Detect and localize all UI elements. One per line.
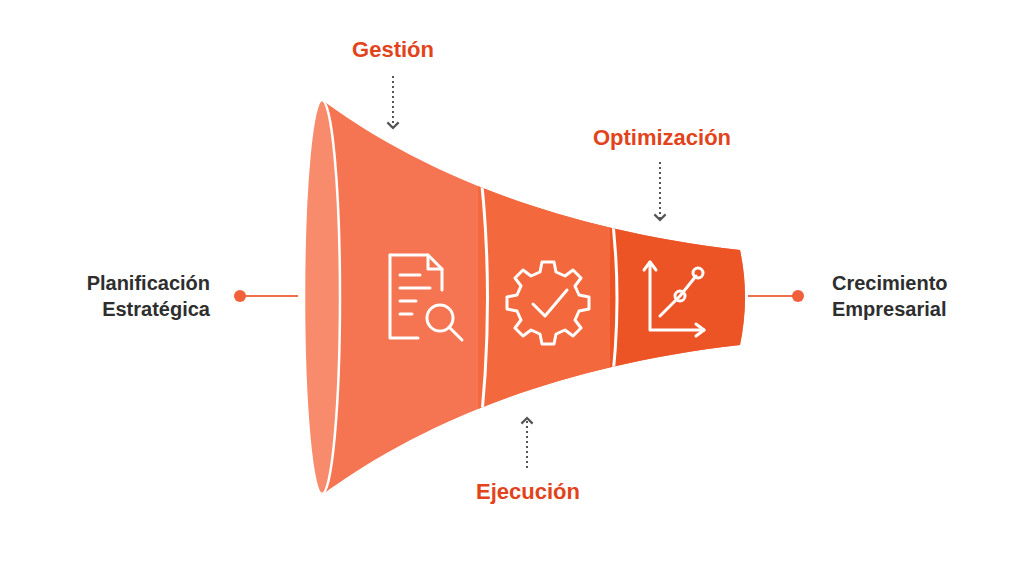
callout-label: Ejecución bbox=[476, 478, 580, 507]
stage-label: Crecimiento Empresarial bbox=[832, 270, 1002, 322]
stage-label: Planificación Estratégica bbox=[40, 270, 210, 322]
callout-label: Optimización bbox=[593, 124, 731, 153]
callout-label: Gestión bbox=[352, 36, 434, 65]
